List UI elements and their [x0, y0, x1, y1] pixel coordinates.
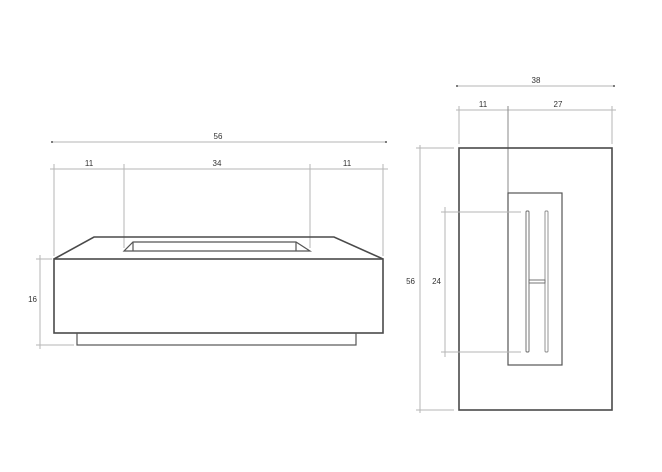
- burner-crossbar: [528, 279, 546, 284]
- front-height-label: 16: [28, 295, 37, 304]
- top-left-segment-label: 11: [479, 100, 488, 109]
- top-right-segment-label: 27: [554, 100, 563, 109]
- top-overall-width-dimension: 38: [456, 76, 615, 87]
- front-segment-dimensions: 11 34 11: [50, 159, 388, 256]
- front-left-segment-label: 11: [85, 159, 94, 168]
- burner-left-bar: [525, 210, 530, 353]
- front-height-dimension: 16: [28, 255, 74, 349]
- front-view: 56 11 34 11: [28, 132, 388, 349]
- front-center-segment-label: 34: [213, 159, 222, 168]
- top-burner-length-dimension: 24: [432, 207, 521, 357]
- top-burner-length-label: 24: [432, 277, 441, 286]
- top-view: 38 11 27 56: [406, 76, 616, 413]
- burner-right-bar: [544, 210, 549, 353]
- top-table-outline: [458, 147, 613, 411]
- burner-pan: [507, 192, 563, 366]
- front-overall-width-dimension: 56: [51, 132, 387, 143]
- top-segment-dimensions: 11 27: [456, 100, 616, 193]
- front-table-outline: [53, 236, 384, 346]
- top-overall-length-dimension: 56: [406, 145, 454, 413]
- top-overall-length-label: 56: [406, 277, 415, 286]
- front-right-segment-label: 11: [343, 159, 352, 168]
- top-overall-width-label: 38: [532, 76, 541, 85]
- front-overall-width-label: 56: [214, 132, 223, 141]
